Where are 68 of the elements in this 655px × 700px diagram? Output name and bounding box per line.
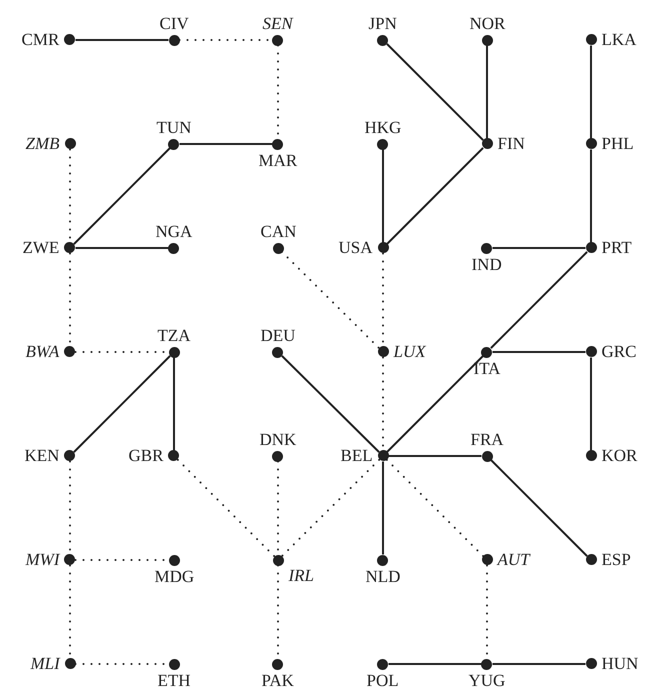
country-code-label: ZWE bbox=[22, 238, 60, 256]
country-code-label: MLI bbox=[30, 654, 60, 672]
connector-line bbox=[490, 459, 588, 557]
connector-line bbox=[590, 358, 592, 450]
connector-line bbox=[492, 663, 586, 665]
country-code-label: MDG bbox=[154, 568, 194, 586]
connector-line bbox=[73, 147, 171, 245]
connector-line bbox=[180, 143, 272, 145]
country-code-label: KEN bbox=[24, 446, 60, 464]
connector-line bbox=[590, 150, 592, 242]
country-code-label: YUG bbox=[468, 672, 506, 690]
connector-line bbox=[388, 663, 482, 665]
country-code-label: IND bbox=[472, 256, 502, 274]
dotted-connector bbox=[386, 458, 484, 558]
country-code-label: CIV bbox=[160, 14, 189, 32]
country-code-label: NOR bbox=[470, 14, 506, 32]
country-code-label: JPN bbox=[368, 14, 397, 32]
country-code-label: ITA bbox=[474, 360, 500, 378]
country-code-label: MAR bbox=[258, 152, 298, 170]
country-code-label: FRA bbox=[470, 430, 504, 448]
connector-line bbox=[281, 355, 380, 453]
dotted-connector bbox=[176, 458, 276, 558]
country-code-label: ETH bbox=[158, 672, 191, 690]
connector-line bbox=[386, 355, 484, 453]
connector-line bbox=[590, 46, 592, 138]
connector-line bbox=[490, 251, 588, 349]
country-code-label: NLD bbox=[366, 568, 400, 586]
country-code-label: SEN bbox=[262, 14, 293, 32]
connector-line bbox=[76, 39, 168, 41]
connector-line bbox=[386, 147, 484, 245]
country-code-label: PAK bbox=[262, 672, 294, 690]
country-code-label: HUN bbox=[602, 654, 638, 672]
country-code-label: USA bbox=[338, 238, 373, 256]
connector-line bbox=[388, 455, 482, 457]
country-code-label: NGA bbox=[156, 222, 192, 240]
connector-line bbox=[382, 462, 384, 554]
country-code-label: CAN bbox=[260, 222, 296, 240]
country-code-label: HKG bbox=[364, 118, 402, 136]
country-code-label: ESP bbox=[602, 550, 631, 568]
country-code-label: BWA bbox=[26, 342, 60, 360]
country-code-label: ZMB bbox=[26, 134, 60, 152]
connector-line bbox=[386, 43, 484, 141]
connector-line bbox=[486, 46, 488, 138]
country-code-label: FIN bbox=[498, 134, 525, 152]
country-code-label: CMR bbox=[22, 30, 60, 48]
country-code-label: DNK bbox=[260, 430, 296, 448]
connector-line bbox=[76, 247, 168, 249]
country-code-label: IRL bbox=[288, 564, 314, 584]
country-code-label: GRC bbox=[602, 342, 636, 360]
country-code-label: KOR bbox=[602, 446, 638, 464]
country-code-label: PHL bbox=[602, 134, 634, 152]
country-code-label: LUX bbox=[394, 342, 426, 360]
connector-line bbox=[382, 150, 384, 242]
country-code-label: PRT bbox=[602, 238, 632, 256]
connector-line bbox=[173, 358, 175, 450]
connector-line bbox=[73, 355, 171, 453]
country-code-label: LKA bbox=[602, 30, 636, 48]
connector-line bbox=[492, 247, 586, 249]
country-code-label: POL bbox=[366, 672, 399, 690]
country-code-label: TUN bbox=[156, 118, 192, 136]
country-code-label: GBR bbox=[128, 446, 164, 464]
country-code-label: BEL bbox=[340, 446, 373, 464]
country-code-label: AUT bbox=[498, 550, 530, 568]
country-code-label: TZA bbox=[158, 326, 191, 344]
country-code-label: DEU bbox=[260, 326, 296, 344]
dotted-connector bbox=[280, 458, 380, 558]
connector-line bbox=[492, 351, 586, 353]
country-code-label: MWI bbox=[26, 550, 60, 568]
